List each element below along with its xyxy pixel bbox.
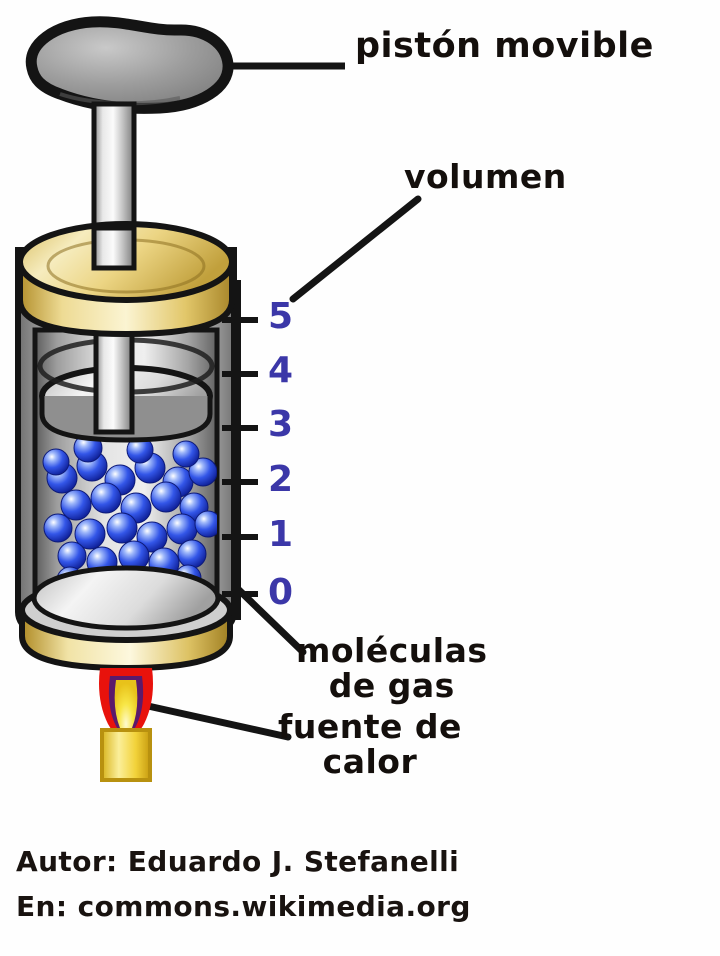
piston-rod-lower xyxy=(93,327,135,435)
leader-line-volumen xyxy=(289,195,422,303)
gas-molecule xyxy=(166,513,198,545)
piston-rod-lower-body xyxy=(93,327,135,435)
credit-source: En: commons.wikimedia.org xyxy=(16,890,471,923)
volume-scale xyxy=(222,280,258,620)
gas-molecule xyxy=(177,539,207,569)
leader-line-fuente xyxy=(144,702,292,741)
label-volumen: volumen xyxy=(404,157,567,196)
gas-molecule xyxy=(74,518,106,550)
scale-value-4: 4 xyxy=(268,350,294,391)
label-moleculas-de-gas: moléculas de gas xyxy=(296,631,488,705)
label-piston-movible: pistón movible xyxy=(355,26,654,66)
cylinder-cap-rod-passage xyxy=(91,225,137,271)
cylinder-cap xyxy=(17,221,235,338)
scale-value-3: 3 xyxy=(268,404,294,445)
scale-ticks xyxy=(222,317,258,597)
label-fuente-de-calor: fuente de calor xyxy=(278,707,462,781)
burner-base xyxy=(100,728,152,782)
gas-molecule xyxy=(60,489,92,521)
credit-author: Autor: Eduardo J. Stefanelli xyxy=(16,845,460,878)
gas-molecule xyxy=(136,521,168,553)
gas-molecule xyxy=(172,440,200,468)
scale-value-0: 0 xyxy=(268,572,294,613)
gas-molecule xyxy=(106,512,138,544)
piston-knob[interactable] xyxy=(25,16,234,114)
heat-source xyxy=(99,668,153,782)
scale-value-5: 5 xyxy=(268,296,294,337)
gas-molecule xyxy=(57,541,87,571)
flame-inner xyxy=(114,680,138,743)
gas-molecule xyxy=(194,510,217,538)
cylinder-base-floor xyxy=(31,565,221,631)
cylinder-base xyxy=(19,565,233,672)
scale-value-1: 1 xyxy=(268,514,294,555)
gas-molecule xyxy=(188,457,217,487)
gas-molecule xyxy=(43,513,73,543)
scale-value-2: 2 xyxy=(268,459,294,500)
gas-molecule xyxy=(150,481,182,513)
gas-molecule xyxy=(42,448,70,476)
gas-molecule xyxy=(90,482,122,514)
